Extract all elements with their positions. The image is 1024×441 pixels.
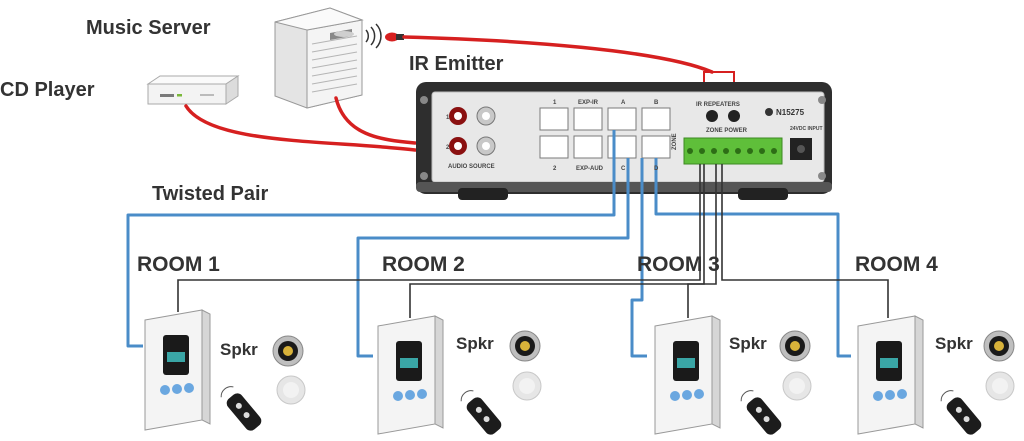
- room-unit-2: [377, 315, 444, 435]
- speaker-label-3: Spkr: [729, 334, 767, 353]
- zone-power-terminal-block: [683, 137, 783, 165]
- room-2-label: ROOM 2: [382, 253, 465, 276]
- speaker-label-4: Spkr: [935, 334, 973, 353]
- room-unit-1: [144, 309, 211, 431]
- room-unit-3: [654, 315, 721, 435]
- speaker-wires: [177, 164, 889, 318]
- hub-zone-label: ZONE: [672, 133, 678, 150]
- remote-control-icon-2: [460, 390, 502, 435]
- hub-power-input-label: 24VDC INPUT: [790, 126, 823, 132]
- hub-input-1: 1: [446, 115, 450, 121]
- speaker-icon-1: [272, 335, 306, 405]
- speaker-label-2: Spkr: [456, 334, 494, 353]
- room-1-label: ROOM 1: [137, 253, 220, 276]
- speaker-icon-4: [983, 330, 1015, 401]
- music-server-label: Music Server: [86, 17, 211, 39]
- speaker-icon-2: [509, 330, 542, 401]
- speaker-icon-3: [779, 330, 812, 401]
- hub-ir-repeaters-label: IR REPEATERS: [696, 102, 740, 108]
- music-server-icon: [274, 7, 364, 109]
- hub-port-label-c: C: [621, 166, 626, 172]
- speaker-label-1: Spkr: [220, 340, 258, 359]
- ir-emitter-label: IR Emitter: [409, 53, 504, 75]
- hub-input-2: 2: [446, 145, 450, 151]
- room-3-label: ROOM 3: [637, 253, 720, 276]
- twisted-pair-label: Twisted Pair: [152, 183, 269, 205]
- hub-port-label-1: 1: [553, 100, 557, 106]
- hub-port-label-b: B: [654, 100, 659, 106]
- ir-repeater-jacks: [706, 110, 740, 122]
- hub-audio-source-label: AUDIO SOURCE: [448, 164, 495, 170]
- room-4-label: ROOM 4: [855, 253, 938, 276]
- twisted-pair-cables: [126, 130, 851, 358]
- hub-port-label-d: D: [654, 166, 659, 172]
- hub-port-label-a: A: [621, 100, 626, 106]
- ir-emitter-icon: [365, 23, 404, 49]
- cd-player-icon: [146, 75, 240, 105]
- hub-port-label-exp-ir: EXP-IR: [578, 100, 599, 106]
- rca-jacks: [449, 106, 496, 156]
- hub-port-label-2: 2: [553, 166, 557, 172]
- power-input-jack: [790, 138, 812, 160]
- hub-brand: N15275: [765, 108, 805, 117]
- hub-model-number: N15275: [776, 108, 805, 117]
- remote-control-icon-1: [220, 386, 262, 431]
- audio-cables: [184, 35, 714, 152]
- remote-control-icon-3: [740, 390, 782, 435]
- hub-port-label-exp-aud: EXP-AUD: [576, 166, 604, 172]
- cd-player-label: CD Player: [0, 79, 95, 101]
- remote-control-icon-4: [940, 390, 982, 435]
- hub-zone-power-label: ZONE POWER: [706, 128, 748, 134]
- hub-labels: 1 2 AUDIO SOURCE 1 EXP-IR A B 2 EXP-AUD …: [446, 100, 823, 172]
- room-unit-4: [857, 315, 924, 435]
